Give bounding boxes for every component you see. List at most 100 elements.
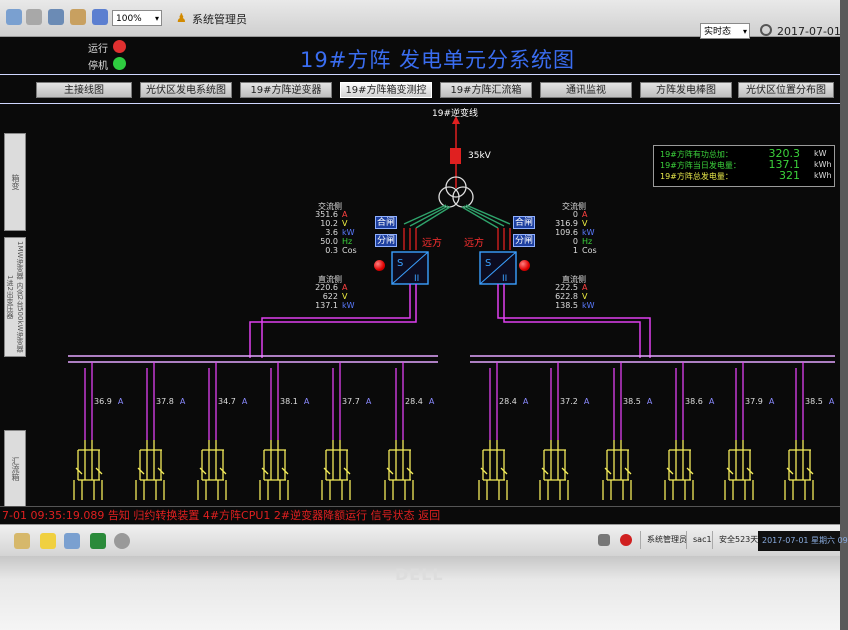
current-user: 系统管理员 [192,13,247,26]
combiner-box[interactable] [197,362,227,500]
svg-text:II: II [414,274,419,284]
home-icon[interactable] [70,9,86,25]
combiner-current-unit: A [179,397,186,406]
summary-unit-active-power: kW [814,149,827,158]
combiner-current: 37.7 A [342,397,371,406]
running-lamp [113,40,126,53]
right-open-button[interactable]: 分闸 [513,234,535,247]
sidebar-tab-combiner[interactable]: 汇流箱 [4,430,26,508]
incoming-arrow-icon [452,116,460,124]
combiner-current-value: 38.6 [685,397,703,406]
inverter-left[interactable]: S II [391,251,429,285]
mode-select[interactable]: 实时态 ▾ [700,23,750,39]
combiner-box[interactable] [664,362,694,500]
left-close-button[interactable]: 合闸 [375,216,397,229]
summary-panel: 19#方阵有功总加： 320.3 kW 19#方阵当日发电量： 137.1 kW… [653,145,835,187]
summary-label-daily-energy: 19#方阵当日发电量： [660,161,741,170]
taskbar-user[interactable]: 系统管理员 [640,531,687,549]
combiner-current-value: 37.9 [745,397,763,406]
breaker-35kv[interactable] [450,148,461,164]
combiner-box[interactable] [321,362,351,500]
single-line-diagram: S II S II [68,116,835,500]
transformer-winding-top [445,176,467,198]
clock-icon [760,24,772,36]
combiner-current: 28.4 A [405,397,434,406]
running-label: 运行 [88,44,108,55]
combiner-box[interactable] [478,362,508,500]
bulb-icon[interactable] [40,533,56,549]
window-icon[interactable] [92,9,108,25]
toolbar-datetime: 2017-07-01 [777,25,841,38]
combiner-current-value: 36.9 [94,397,112,406]
sidebar-tab-inverter[interactable]: 1MW逆变器 内含2台500kW逆变器 1进2出变压器 [4,237,26,357]
summary-value-daily-energy: 137.1 [768,158,801,171]
combiner-current-value: 28.4 [405,397,423,406]
nav-location-map[interactable]: 光伏区位置分布图 [738,82,834,98]
back-icon[interactable] [6,9,22,25]
print-icon[interactable] [26,9,42,25]
left-open-button[interactable]: 分闸 [375,234,397,247]
alert-icon[interactable] [620,534,632,546]
combiner-box[interactable] [602,362,632,500]
document-icon[interactable] [64,533,80,549]
combiner-current-value: 37.2 [560,397,578,406]
zoom-select[interactable]: 100% ▾ [112,10,162,26]
transformer-legs [403,204,511,229]
combiner-box[interactable] [259,362,289,500]
combiner-box[interactable] [724,362,754,500]
nav-main-wiring[interactable]: 主接线图 [36,82,132,98]
sidebar-tab-box-transformer[interactable]: 箱变 [4,133,26,231]
right-remote-label: 远方 [464,238,484,249]
combiner-current-unit: A [828,397,835,406]
user-icon: ♟ [176,11,187,25]
page-title: 19#方阵 发电单元分系统图 [300,48,575,72]
voltage-label: 35kV [468,151,491,161]
palette-icon[interactable] [14,533,30,549]
combiner-current-unit: A [428,397,435,406]
combiner-box[interactable] [135,362,165,500]
combiner-current-value: 37.7 [342,397,360,406]
title-divider [0,74,840,75]
excel-icon[interactable] [90,533,106,549]
alarm-bar[interactable]: 7-01 09:35:19.089 告知 归约转换装置 4#方阵CPU1 2#逆… [0,506,840,524]
chevron-down-icon: ▾ [742,27,747,36]
taskbar: 系统管理员 sac1 安全523天 2017-07-01 星期六 09 [0,524,848,556]
combiner-box[interactable] [384,362,414,500]
taskbar-clock: 2017-07-01 星期六 09 [758,531,848,551]
nav-inverter[interactable]: 19#方阵逆变器 [240,82,332,98]
summary-value-total-energy: 321 [779,169,800,182]
combiner-current-unit: A [303,397,310,406]
nav-pv-system[interactable]: 光伏区发电系统图 [140,82,232,98]
inverter-right[interactable]: S II [479,251,517,285]
combiner-box[interactable] [784,362,814,500]
stopped-label: 停机 [88,61,108,72]
combiner-current-value: 38.5 [623,397,641,406]
combiner-box[interactable] [73,362,103,500]
combiner-box[interactable] [539,362,569,500]
combiner-current-value: 34.7 [218,397,236,406]
search-icon[interactable] [114,533,130,549]
save-icon[interactable] [48,9,64,25]
summary-label-active-power: 19#方阵有功总加： [660,150,733,159]
right-close-button[interactable]: 合闸 [513,216,535,229]
nav-bar-chart[interactable]: 方阵发电棒图 [640,82,732,98]
taskbar-host[interactable]: sac1 [686,531,712,549]
nav-combiner[interactable]: 19#方阵汇流箱 [440,82,532,98]
line-label: 19#逆变线 [432,109,478,119]
nav-comm-monitor[interactable]: 通讯监视 [540,82,632,98]
nav-box-transformer[interactable]: 19#方阵箱变测控 [340,82,432,98]
network-icon[interactable] [598,534,610,546]
right-alarm-indicator [519,260,530,271]
zoom-value: 100% [116,14,142,24]
brand-logo: DELL [395,565,444,584]
combiner-current-unit: A [365,397,372,406]
right-ac-title: 交流侧 [562,202,586,211]
